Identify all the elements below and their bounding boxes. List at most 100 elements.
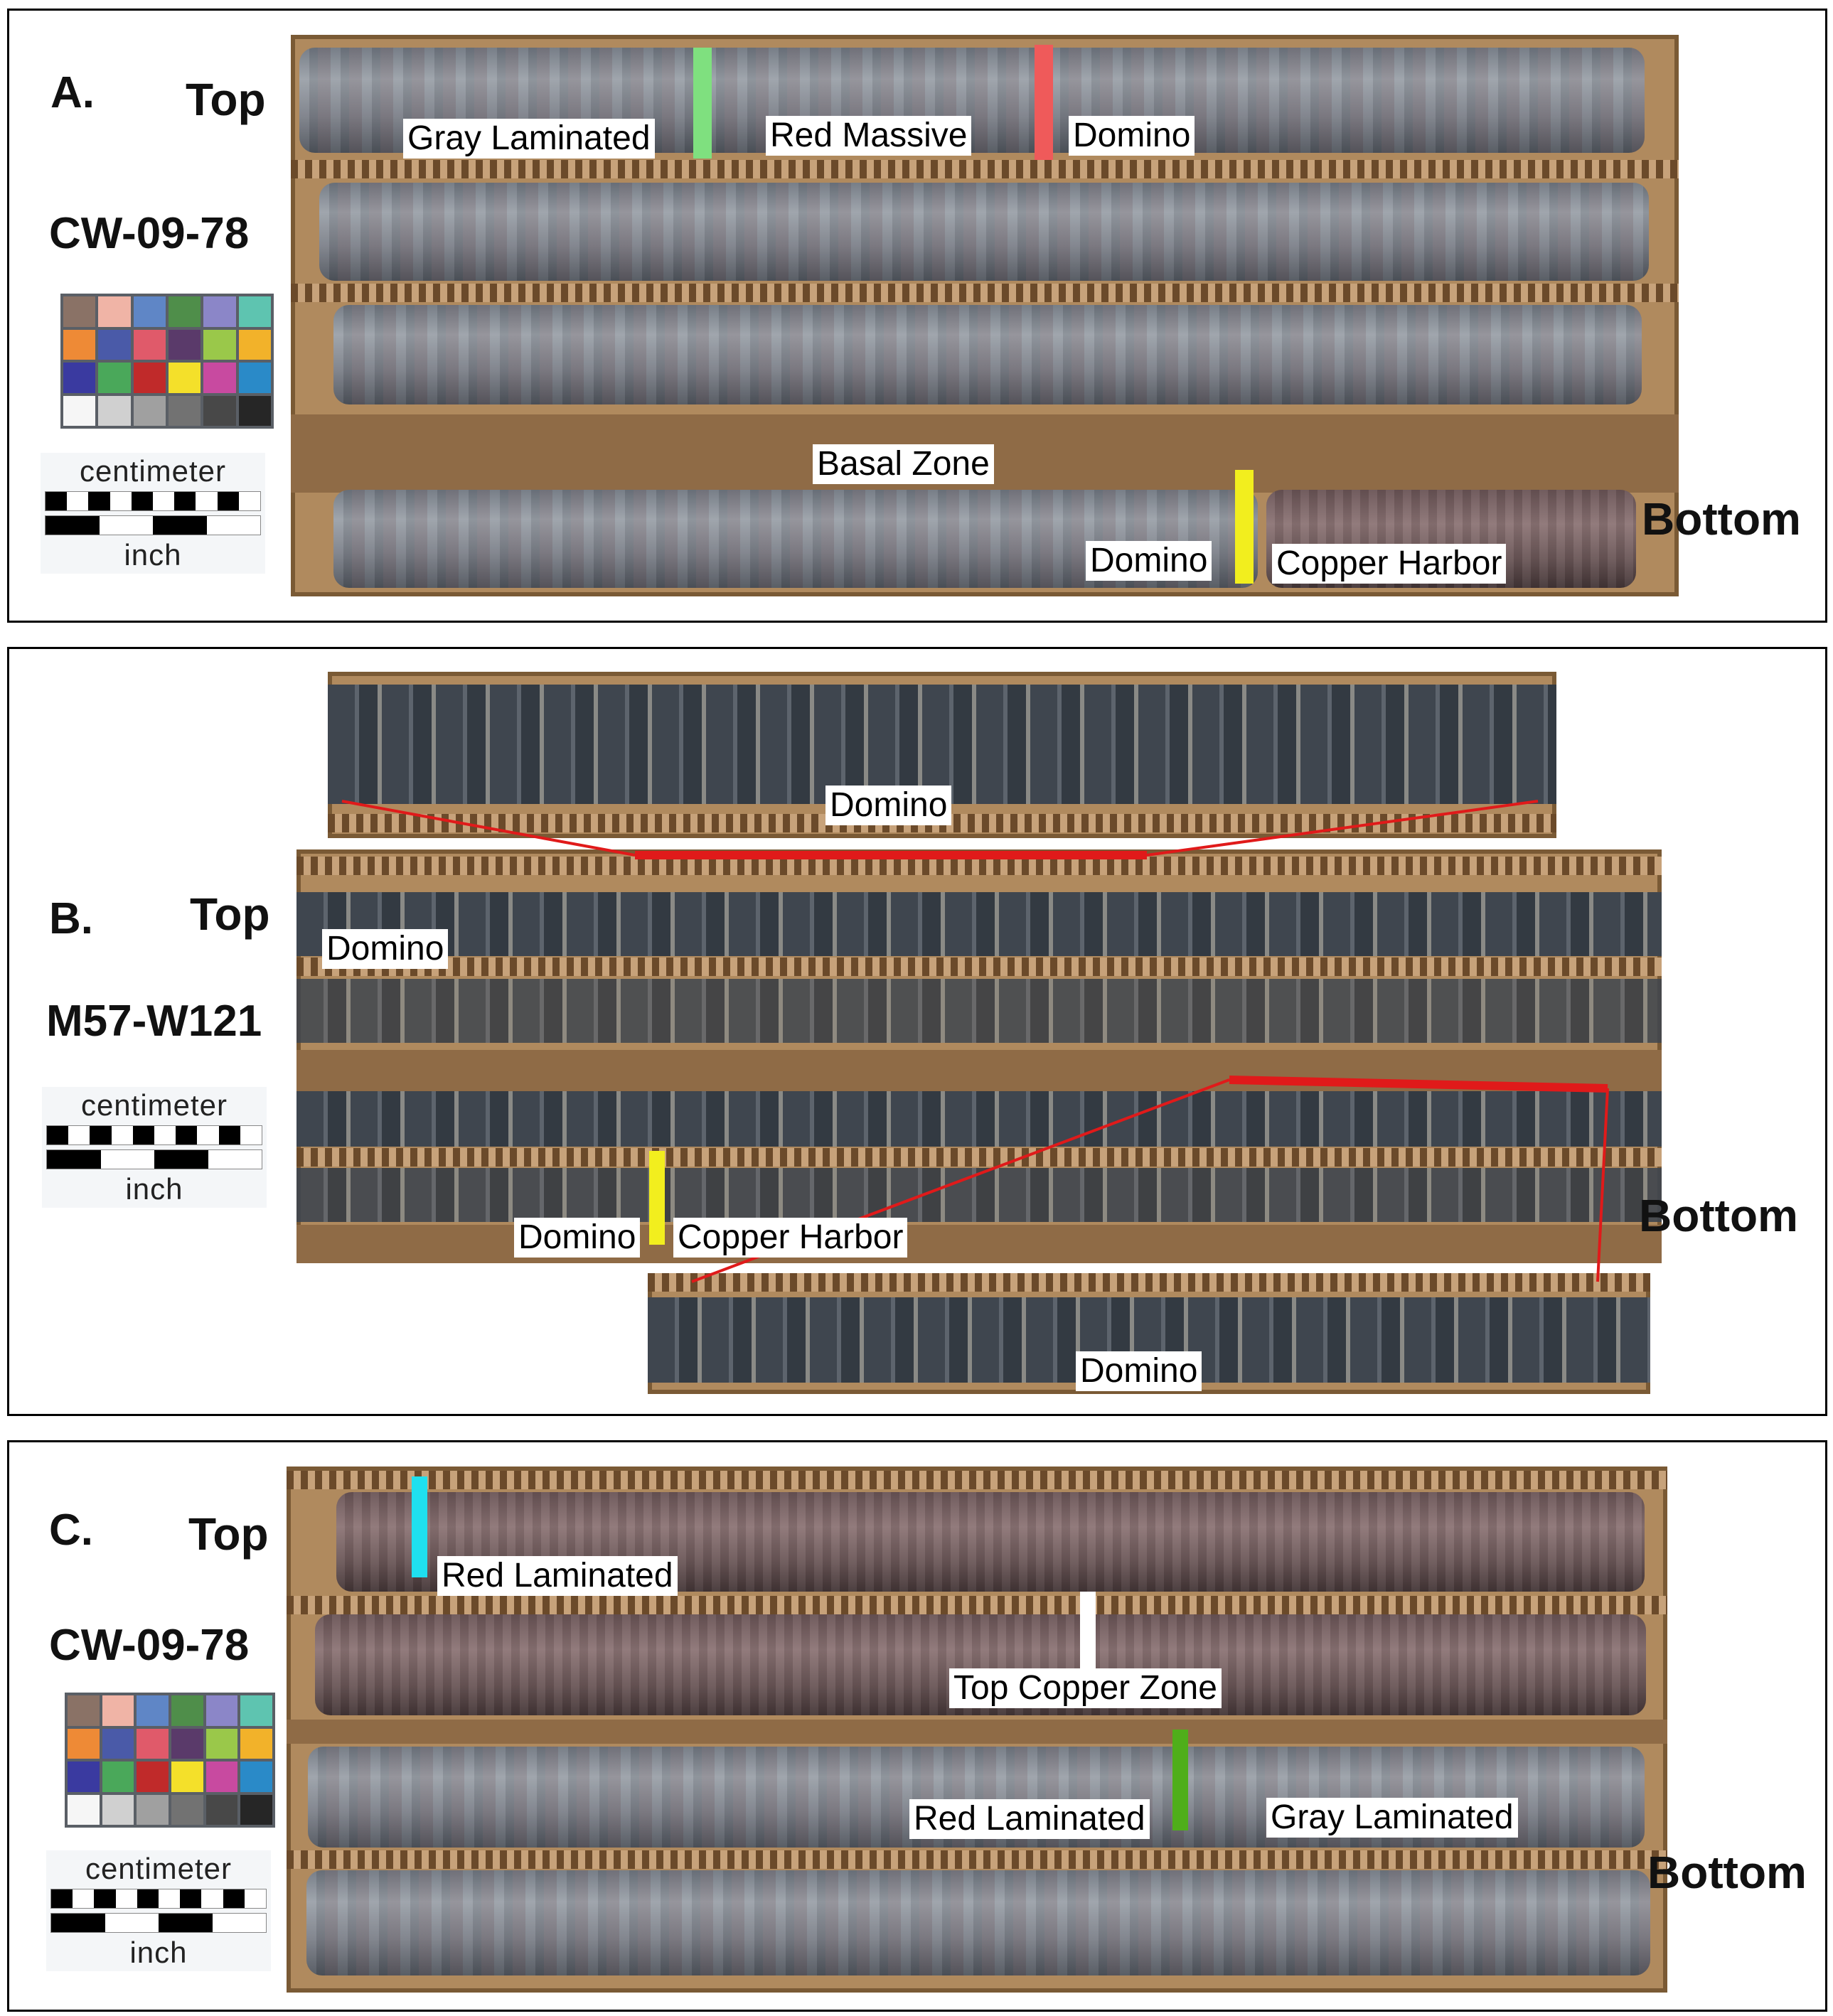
color-swatch [68,1728,100,1759]
core-rubble [296,979,1662,1043]
box-divider [296,857,1662,875]
box-divider [287,1850,1667,1869]
highlight-line [1229,1076,1608,1093]
color-swatch [240,1728,272,1759]
box-divider [291,160,1679,178]
label-domino: Domino [1076,1351,1202,1391]
core-row [306,1870,1650,1975]
color-swatch [203,363,236,393]
color-swatch [133,329,166,360]
color-swatch [171,1794,203,1825]
color-swatch [98,329,131,360]
scale-cm-label: centimeter [85,1852,233,1885]
connector-lines [341,800,1609,1283]
color-swatch [102,1794,134,1825]
color-swatch [68,1794,100,1825]
top-label: Top [186,74,266,125]
scale-bar: centimeter inch [46,1850,271,1971]
marker-red [1035,45,1053,160]
scale-inch-label: inch [124,538,182,572]
scale-bar: centimeter inch [42,1087,267,1208]
color-swatch [238,329,271,360]
core-box-photo [291,35,1679,596]
cm-scale [45,491,261,511]
color-swatch [102,1762,134,1792]
color-swatch [168,329,201,360]
inch-scale [50,1913,267,1933]
connector-line [1146,800,1539,857]
marker-yellow [649,1151,665,1245]
color-swatch [171,1695,203,1726]
color-swatch [240,1794,272,1825]
marker-yellow [1235,470,1254,584]
color-swatch [98,395,131,426]
color-swatch [63,329,96,360]
color-swatch [238,395,271,426]
color-swatch [98,296,131,327]
color-swatch [168,296,201,327]
color-swatch [102,1728,134,1759]
core-rubble [296,1168,1662,1222]
color-swatch [205,1695,238,1726]
core-rubble [328,685,1556,804]
scale-inch-label: inch [125,1172,183,1206]
core-rubble [296,1091,1662,1147]
color-swatch [203,296,236,327]
inch-scale [45,515,261,535]
color-swatch [137,1794,169,1825]
color-swatch [205,1794,238,1825]
label-copper-harbor: Copper Harbor [673,1218,908,1258]
scale-cm-label: centimeter [80,1088,228,1122]
color-checker [65,1693,275,1828]
box-floor [287,1720,1667,1744]
cm-scale [46,1125,262,1145]
marker-cyan [412,1476,427,1577]
color-swatch [240,1695,272,1726]
color-swatch [171,1728,203,1759]
label-red-laminated: Red Laminated [909,1799,1150,1839]
core-row [319,183,1649,281]
color-swatch [240,1762,272,1792]
panel-letter: B. [49,894,93,943]
color-swatch [98,363,131,393]
color-swatch [171,1762,203,1792]
inset-photo-top [328,672,1556,838]
panel-letter: C. [49,1506,93,1555]
color-swatch [133,395,166,426]
box-divider [291,284,1679,302]
box-divider [287,1471,1667,1489]
color-swatch [203,329,236,360]
core-rubble [296,892,1662,956]
color-swatch [133,363,166,393]
color-swatch [205,1728,238,1759]
color-swatch [168,363,201,393]
inch-scale [46,1149,262,1169]
color-swatch [63,296,96,327]
color-swatch [168,395,201,426]
scale-inch-label: inch [129,1936,188,1969]
color-swatch [238,296,271,327]
panel-c: C. Top CW-09-78 centimeter inch Red Lami… [7,1440,1827,2012]
panel-b: B. Top M57-W121 centimeter inch [7,647,1827,1416]
marker-dark-green [1172,1730,1188,1830]
bottom-label: Bottom [1642,493,1801,545]
color-swatch [63,363,96,393]
label-domino: Domino [1069,116,1195,156]
color-swatch [68,1695,100,1726]
connector-line [341,800,636,857]
label-domino: Domino [322,929,449,969]
color-swatch [137,1728,169,1759]
panel-a: A. Top CW-09-78 centimeter inch Gray Lam… [7,9,1827,623]
color-checker [60,294,274,429]
bottom-label: Bottom [1639,1190,1798,1241]
core-id: M57-W121 [46,997,262,1046]
label-gray-laminated: Gray Laminated [1266,1798,1518,1838]
color-swatch [238,363,271,393]
color-swatch [133,296,166,327]
color-swatch [102,1695,134,1726]
label-domino: Domino [514,1218,641,1258]
label-copper-harbor: Copper Harbor [1272,544,1507,584]
color-swatch [68,1762,100,1792]
core-id: CW-09-78 [49,1621,250,1670]
marker-white [1080,1592,1096,1684]
